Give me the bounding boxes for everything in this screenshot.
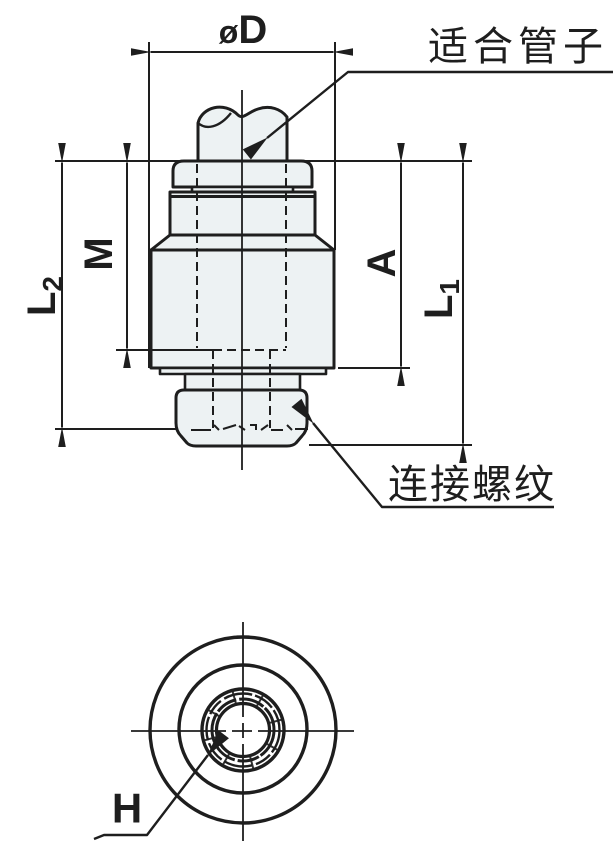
note-fit-tube: 适合管子: [428, 25, 608, 69]
note-connection-thread: 连接螺纹: [388, 463, 556, 507]
hidden-lines: [196, 164, 287, 428]
bottom-centerlines: [131, 622, 354, 841]
thread-hatching: [204, 691, 282, 769]
leader-connection-thread: [291, 398, 554, 509]
dimension-lines: [58, 48, 467, 463]
leader-fit-tube: [242, 70, 613, 160]
bottom-view: H: [93, 622, 354, 841]
dim-label-l1: L1: [417, 279, 465, 319]
front-view: øD L2 M A L1 适合管子 连接螺纹: [20, 8, 613, 509]
dim-label-m: M: [77, 237, 121, 270]
dim-label-a: A: [360, 249, 404, 278]
extension-lines: [55, 42, 472, 446]
leader-hex: [93, 730, 229, 841]
tube-break-curve: [197, 112, 232, 129]
dim-label-od: øD: [219, 8, 267, 52]
dim-label-h: H: [112, 785, 142, 832]
dim-label-l2: L2: [20, 276, 68, 316]
